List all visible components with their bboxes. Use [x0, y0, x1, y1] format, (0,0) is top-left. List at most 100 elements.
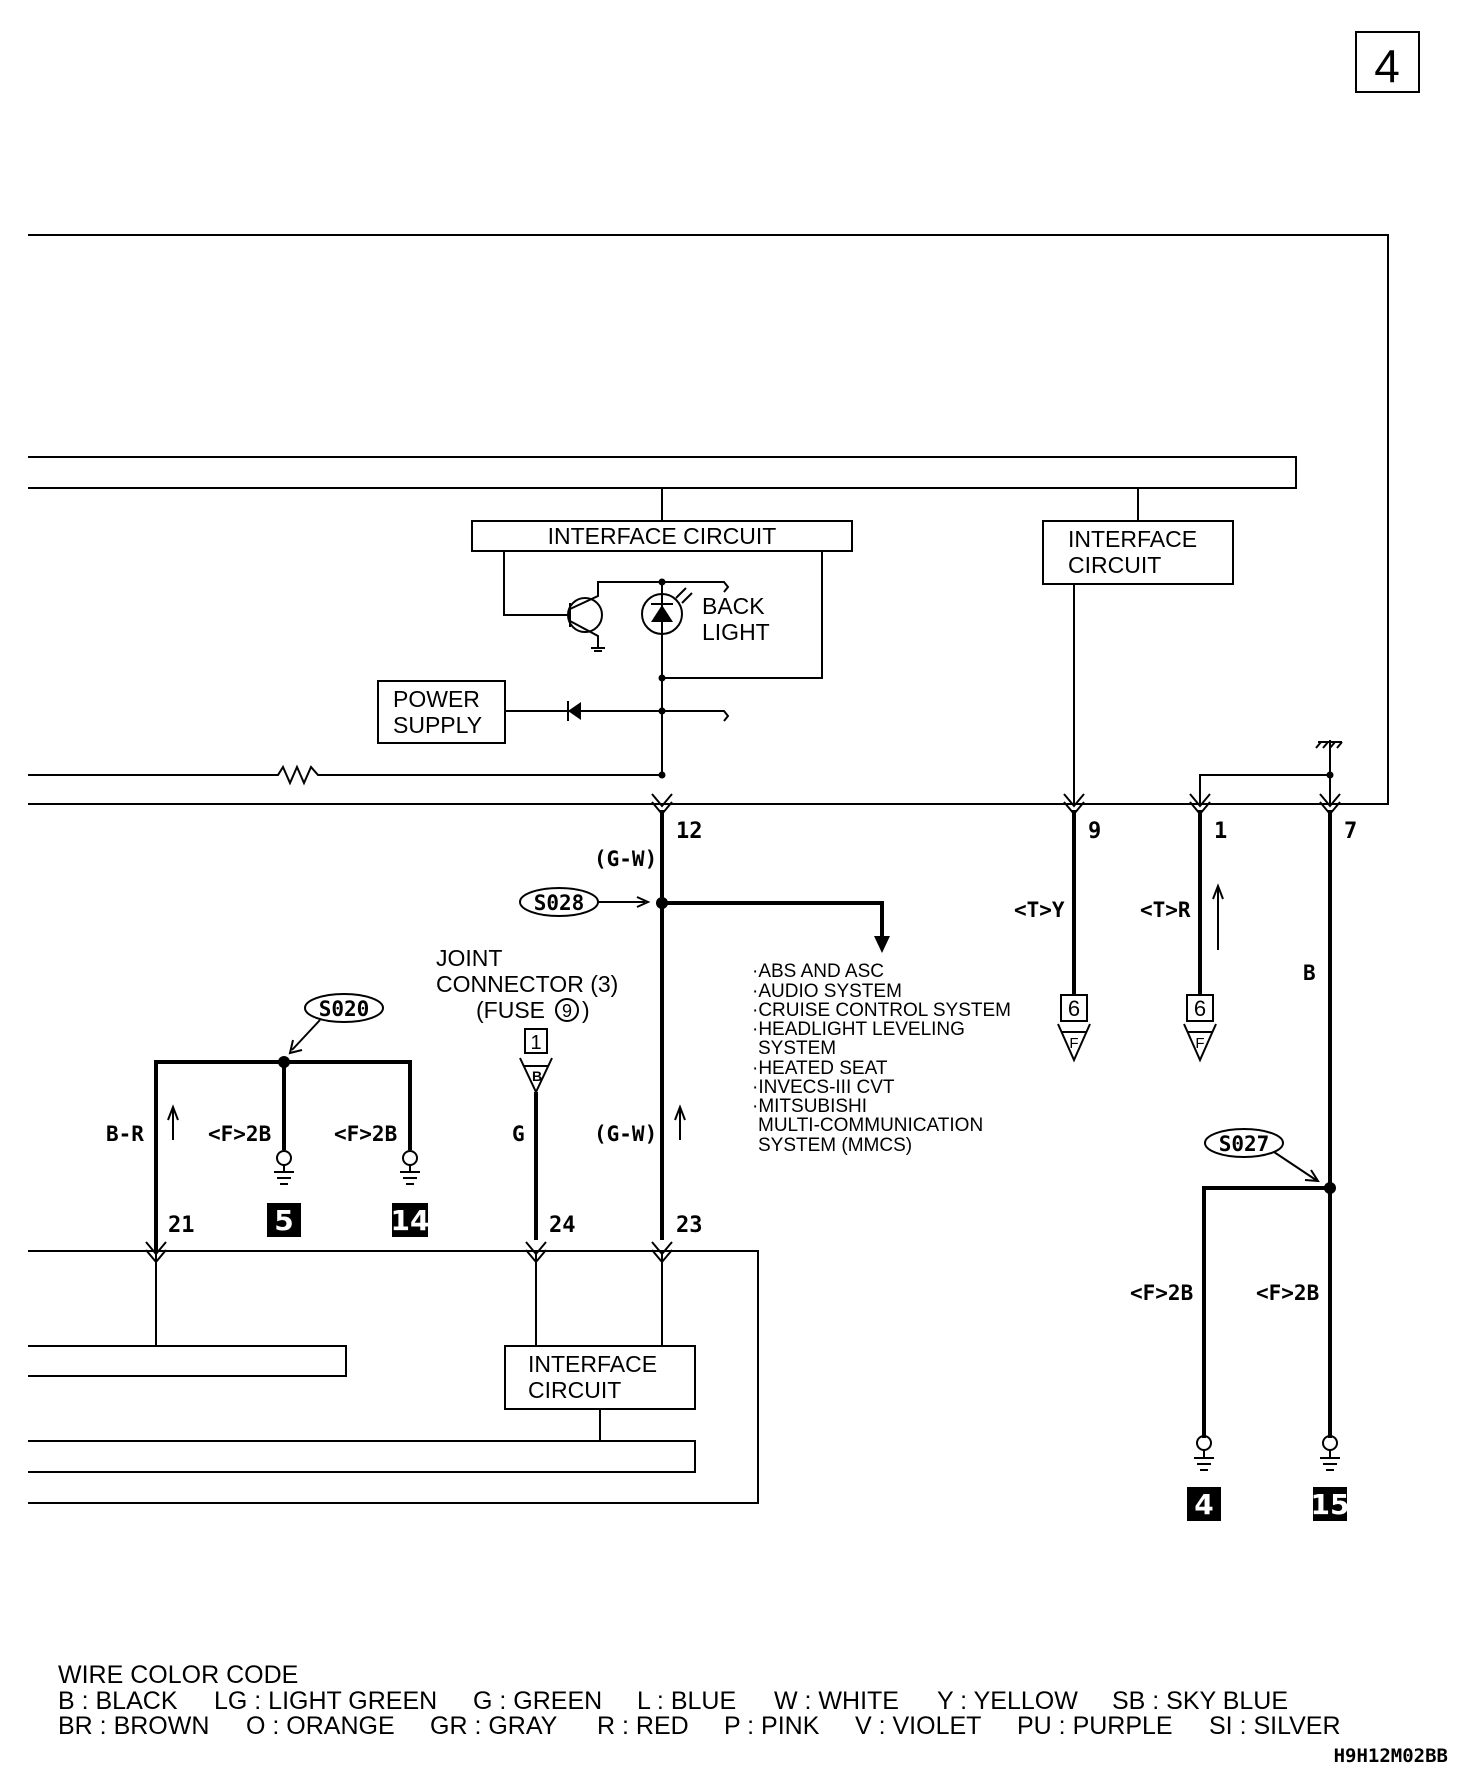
diode-icon	[568, 702, 581, 720]
legend-item: SB : SKY BLUE	[1112, 1687, 1288, 1715]
interface-return-line	[662, 551, 823, 679]
legend-item: P : PINK	[724, 1712, 820, 1740]
ground-point-5: 5	[274, 1204, 293, 1237]
legend-item: V : VIOLET	[855, 1712, 981, 1740]
junction-dot	[658, 771, 666, 779]
pin21-connector-icon	[145, 1241, 167, 1264]
wire-color-br: B-R	[106, 1122, 144, 1146]
back-light-led-icon	[641, 593, 683, 635]
legend-item: Y : YELLOW	[937, 1687, 1078, 1715]
led-triangle	[651, 605, 673, 622]
power-supply-label-2: SUPPLY	[393, 712, 482, 738]
ground-point-4-badge	[1187, 1487, 1221, 1521]
legend-item: L : BLUE	[637, 1687, 736, 1715]
joint-connector-label-4: )	[582, 997, 590, 1023]
ground-point-15: 15	[1311, 1488, 1350, 1521]
wire-break-icon	[662, 581, 730, 593]
wire-color-ty: <T>Y	[1014, 898, 1065, 922]
transistor-ground-icon	[591, 647, 605, 652]
connector-letter-left: F	[1069, 1035, 1078, 1052]
pin-23: 23	[676, 1213, 703, 1238]
system-item: ·AUDIO SYSTEM	[752, 981, 902, 1002]
pin23-connector-icon	[651, 1241, 673, 1264]
transistor-base-line	[503, 551, 570, 616]
joint-connector-label-1: JOINT	[436, 945, 502, 971]
pointer-arrow-icon	[598, 896, 651, 908]
pin1-internal-line	[1199, 774, 1330, 804]
branch-to-systems-wire	[662, 901, 884, 940]
interface-circuit-top-label: INTERFACE CIRCUIT	[548, 523, 777, 549]
pin-7: 7	[1344, 819, 1357, 844]
interface-circuit-right	[1042, 520, 1234, 585]
connector-6-right: 6	[1194, 996, 1206, 1021]
power-supply-label-1: POWER	[393, 686, 480, 712]
connector-letter-right: F	[1195, 1035, 1204, 1052]
resistor-line	[28, 764, 662, 786]
pin-12: 12	[676, 819, 703, 844]
junction-dot	[658, 674, 666, 682]
wire-color-f2b-a: <F>2B	[208, 1122, 271, 1146]
splice-s027-oval	[1204, 1128, 1284, 1158]
connector-f-right-icon	[1183, 1023, 1217, 1063]
internal-bus-bottom	[28, 1345, 347, 1377]
joint-connector-pin: 1	[530, 1032, 541, 1054]
legend-item: PU : PURPLE	[1017, 1712, 1173, 1740]
legend-title: WIRE COLOR CODE	[58, 1661, 298, 1689]
junction-dot	[1326, 771, 1334, 779]
pin24-23-internal-lines	[535, 1251, 663, 1346]
wire-color-tr: <T>R	[1140, 898, 1191, 922]
pin-21: 21	[168, 1213, 195, 1238]
legend-item: W : WHITE	[774, 1687, 899, 1715]
legend-item: GR : GRAY	[430, 1712, 558, 1740]
system-item: ·ABS AND ASC	[752, 961, 884, 982]
ground-point-14: 14	[391, 1204, 430, 1237]
pointer-arrow-icon	[288, 1019, 321, 1055]
led-light-rays-icon	[675, 587, 693, 604]
page-number-box	[1355, 31, 1420, 93]
connector-f-left-icon	[1057, 1023, 1091, 1063]
joint-connector-label-3: (FUSE	[476, 997, 545, 1023]
legend-item: SI : SILVER	[1209, 1712, 1341, 1740]
pin24-connector-icon	[525, 1241, 547, 1264]
legend-item: BR : BROWN	[58, 1712, 209, 1740]
current-arrow-up-icon	[674, 1104, 686, 1140]
module-outline	[28, 234, 1389, 805]
interface-circuit-right-label-1: INTERFACE	[1068, 526, 1197, 552]
ground-icon	[400, 1150, 420, 1185]
legend-item: R : RED	[597, 1712, 689, 1740]
system-item: ·CRUISE CONTROL SYSTEM	[752, 1000, 1011, 1021]
wire-color-legend: WIRE COLOR CODE B : BLACK LG : LIGHT GRE…	[58, 1661, 1341, 1740]
systems-list: ·ABS AND ASC ·AUDIO SYSTEM ·CRUISE CONTR…	[752, 961, 1011, 1156]
wire-color-gw-top: (G-W)	[594, 847, 657, 871]
arrow-down-icon	[874, 936, 890, 953]
wire-color-g: G	[512, 1122, 525, 1146]
pointer-arrow-icon	[1273, 1151, 1320, 1183]
system-item: ·MITSUBISHI	[752, 1096, 867, 1117]
joint-connector-label-2: CONNECTOR (3)	[436, 971, 618, 997]
diagram-code: H9H12M02BB	[1334, 1745, 1448, 1767]
wire-color-b: B	[1303, 961, 1316, 985]
legend-item: G : GREEN	[473, 1687, 602, 1715]
connector-6-right-box	[1186, 994, 1214, 1022]
wire-break-icon	[662, 710, 730, 722]
interface-circuit-bottom-label-2: CIRCUIT	[528, 1377, 621, 1403]
ground-point-5-badge	[267, 1203, 301, 1237]
splice-s028-label: S028	[534, 891, 585, 915]
system-item: ·INVECS-III CVT	[752, 1077, 895, 1098]
wire-color-f2b-d: <F>2B	[1256, 1281, 1319, 1305]
fuse-number: 9	[562, 1001, 572, 1021]
wire-color-f2b-c: <F>2B	[1130, 1281, 1193, 1305]
connector-6-left-box	[1060, 994, 1088, 1022]
pin-1: 1	[1214, 819, 1227, 844]
interface-circuit-bottom	[504, 1345, 696, 1410]
ground-point-4: 4	[1194, 1488, 1213, 1521]
current-arrow-up-icon	[167, 1104, 179, 1140]
legend-item: B : BLACK	[58, 1687, 178, 1715]
transistor-icon	[567, 597, 603, 633]
legend-item: LG : LIGHT GREEN	[214, 1687, 437, 1715]
ground-point-15-badge	[1313, 1487, 1347, 1521]
splice-s020-oval	[304, 993, 384, 1023]
splice-s027-label: S027	[1219, 1132, 1270, 1156]
transistor-emitter	[569, 620, 599, 648]
